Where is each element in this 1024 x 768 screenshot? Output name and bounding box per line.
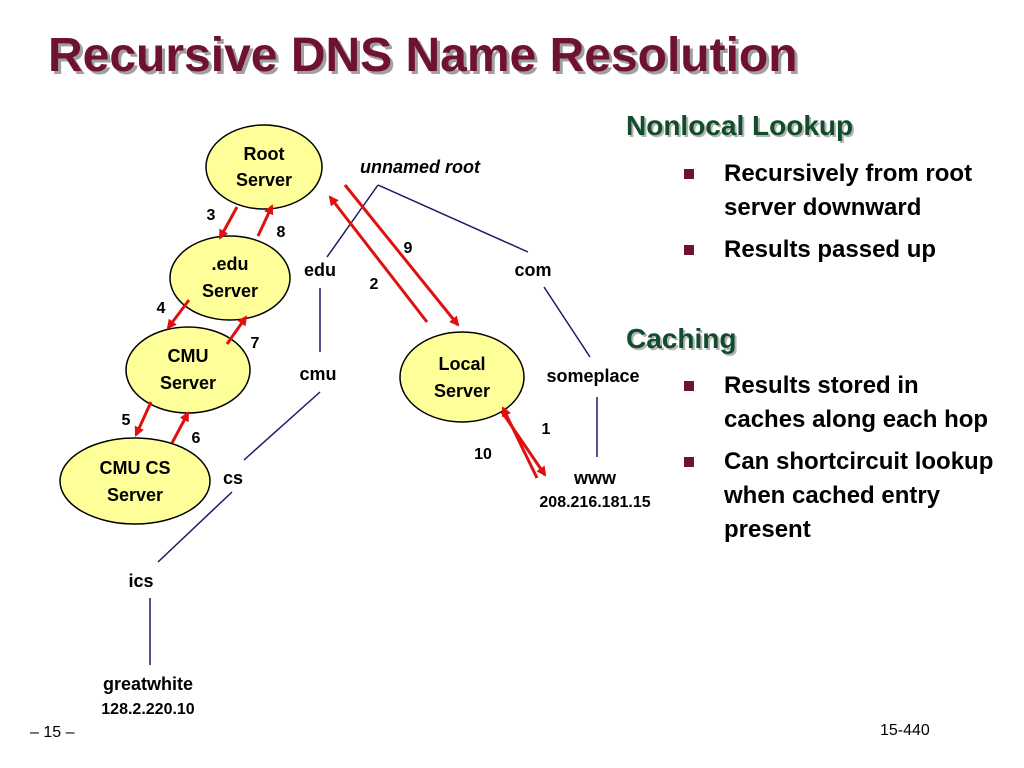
name-tree-labels: unnamed root edu com cmu someplace cs ww… — [101, 157, 650, 718]
arrow-step-8 — [256, 204, 274, 237]
server-edu-label-1: .edu — [211, 254, 248, 274]
arrow-step-9 — [343, 184, 460, 327]
server-cmu-label-1: CMU — [168, 346, 209, 366]
bullet-square-icon — [684, 381, 694, 391]
step-label-2: 2 — [370, 276, 379, 293]
step-label-3: 3 — [207, 207, 216, 224]
bullet-text: Results stored in caches along each hop — [724, 372, 989, 433]
tree-edge-cmu-cs — [243, 391, 321, 461]
step-label-10: 10 — [474, 446, 492, 463]
server-local-label-1: Local — [438, 354, 485, 374]
step-label-7: 7 — [251, 335, 260, 352]
arrow-step-10 — [501, 406, 539, 479]
server-local: Local Server — [399, 331, 525, 423]
arrow-step-3 — [218, 206, 239, 240]
tree-label-greatwhite: greatwhite — [103, 674, 193, 694]
footer-page-number: – 15 – — [30, 724, 75, 741]
server-local-label-2: Server — [434, 381, 490, 401]
footer-course-number: 15-440 — [880, 722, 930, 739]
server-edu: .edu Server — [169, 235, 291, 321]
tree-edge-root-edu — [326, 184, 379, 258]
bullet-item: Can shortcircuit lookup when cached entr… — [680, 445, 1000, 547]
step-label-6: 6 — [192, 430, 201, 447]
arrow-step-5 — [134, 401, 153, 437]
server-local-shape — [399, 331, 525, 423]
slide-title-shadow: Recursive DNS Name Resolution — [51, 32, 801, 85]
server-cmucs: CMU CS Server — [59, 437, 211, 525]
tree-label-cmu: cmu — [299, 364, 336, 384]
section-heading-shadow: Nonlocal Lookup — [628, 112, 856, 143]
bullet-square-icon — [684, 245, 694, 255]
server-edu-shape — [169, 235, 291, 321]
server-cmucs-label-2: Server — [107, 485, 163, 505]
bullet-text: Recursively from root server downward — [724, 160, 973, 221]
section-heading-caching: Caching Caching — [626, 323, 739, 356]
tree-label-greatwhite-ip: 128.2.220.10 — [101, 701, 195, 718]
tree-label-unnamed-root: unnamed root — [360, 157, 481, 177]
tree-edge-root-com — [377, 184, 529, 253]
section-heading-text: Caching — [626, 323, 737, 354]
step-numbers: 1 2 3 4 5 6 7 8 9 10 — [122, 207, 551, 463]
server-root: Root Server — [205, 124, 323, 210]
step-label-1: 1 — [542, 421, 551, 438]
bullet-item: Results stored in caches along each hop — [680, 369, 1000, 437]
bullet-text: Results passed up — [724, 236, 937, 263]
slide-title-text: Recursive DNS Name Resolution — [48, 29, 798, 82]
bullet-item: Results passed up — [680, 233, 1000, 267]
arrow-step-6 — [170, 411, 190, 444]
server-edu-label-2: Server — [202, 281, 258, 301]
arrow-step-2 — [328, 195, 429, 323]
tree-label-cs: cs — [223, 468, 243, 488]
server-root-label-1: Root — [244, 144, 285, 164]
step-label-9: 9 — [404, 240, 413, 257]
tree-edge-com-someplace — [543, 286, 591, 358]
section-heading-nonlocal-lookup: Nonlocal Lookup Nonlocal Lookup — [626, 110, 856, 143]
bullet-item: Recursively from root server downward — [680, 157, 1000, 225]
arrow-step-7 — [225, 315, 248, 345]
slide-title: Recursive DNS Name Resolution Recursive … — [48, 28, 801, 85]
server-cmu-label-2: Server — [160, 373, 216, 393]
tree-label-someplace: someplace — [546, 366, 639, 386]
name-tree-lines — [149, 184, 598, 665]
bullet-square-icon — [684, 169, 694, 179]
bullet-square-icon — [684, 457, 694, 467]
tree-edge-cs-ics — [157, 491, 233, 563]
server-cmucs-label-1: CMU CS — [100, 458, 171, 478]
section-heading-text: Nonlocal Lookup — [626, 110, 854, 141]
nonlocal-lookup-bullets: Recursively from root server downward Re… — [680, 157, 1000, 275]
server-cmu: CMU Server — [125, 326, 251, 414]
lookup-arrows — [134, 184, 547, 479]
section-heading-shadow: Caching — [628, 325, 739, 356]
tree-label-com: com — [514, 260, 551, 280]
tree-label-ics: ics — [128, 571, 153, 591]
caching-bullets: Results stored in caches along each hop … — [680, 369, 1000, 555]
tree-label-www: www — [573, 468, 617, 488]
bullet-text: Can shortcircuit lookup when cached entr… — [724, 448, 994, 543]
step-label-4: 4 — [157, 300, 166, 317]
server-cmucs-shape — [59, 437, 211, 525]
arrow-step-4 — [166, 299, 191, 330]
step-label-5: 5 — [122, 412, 131, 429]
step-label-8: 8 — [277, 224, 286, 241]
tree-label-edu: edu — [304, 260, 336, 280]
server-root-label-2: Server — [236, 170, 292, 190]
tree-label-www-ip: 208.216.181.15 — [539, 494, 650, 511]
server-root-shape — [205, 124, 323, 210]
